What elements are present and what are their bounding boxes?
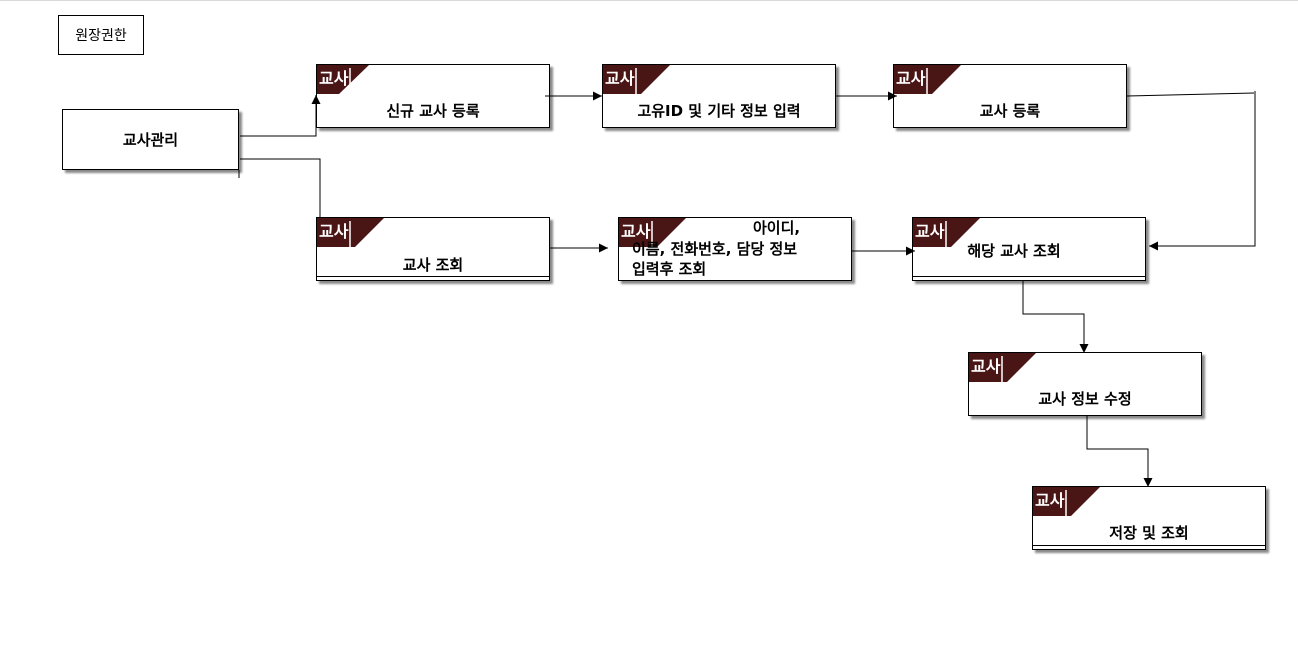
node-label-line-2: 이름, 전화번호, 담당 정보 bbox=[632, 240, 798, 258]
actor-tag: 교사 bbox=[317, 218, 384, 247]
actor-tag: 교사 bbox=[894, 65, 961, 94]
actor-tag: 교사 bbox=[969, 353, 1036, 382]
node-enter-id-info[interactable]: 교사 고유ID 및 기타 정보 입력 bbox=[602, 64, 836, 128]
edge-edit-to-save bbox=[1086, 416, 1153, 487]
edge-root-to-register-new bbox=[240, 95, 321, 137]
root-node-teacher-management[interactable]: 교사관리 bbox=[62, 109, 239, 170]
node-search-criteria[interactable]: 교사 아이디, 이름, 전화번호, 담당 정보 입력후 조회 bbox=[618, 217, 852, 281]
node-label: 신규 교사 등록 bbox=[386, 102, 480, 120]
node-save-and-view[interactable]: 교사 저장 및 조회 bbox=[1032, 486, 1266, 550]
root-node-label: 교사관리 bbox=[122, 131, 179, 149]
node-label-line-1: 아이디, bbox=[753, 219, 801, 237]
top-rule bbox=[0, 0, 1298, 1]
node-label-line-3: 입력후 조회 bbox=[632, 260, 707, 278]
node-label: 해당 교사 조회 bbox=[967, 242, 1061, 260]
edge-register-to-found bbox=[1126, 92, 1255, 97]
node-label: 교사 등록 bbox=[979, 102, 1041, 120]
edge-found-to-edit bbox=[1022, 281, 1089, 353]
actor-tag: 교사 bbox=[1033, 487, 1100, 516]
node-label: 교사 정보 수정 bbox=[1038, 390, 1132, 408]
edge-register-to-found-return bbox=[1149, 91, 1256, 251]
node-label: 고유ID 및 기타 정보 입력 bbox=[637, 102, 801, 120]
actor-tag: 교사 bbox=[603, 65, 670, 94]
node-label: 저장 및 조회 bbox=[1109, 524, 1189, 542]
node-teacher-lookup[interactable]: 교사 교사 조회 bbox=[316, 217, 550, 281]
actor-tag: 교사 bbox=[619, 218, 686, 247]
role-label: 원장권한 bbox=[58, 15, 144, 55]
node-register-teacher[interactable]: 교사 교사 등록 bbox=[893, 64, 1127, 128]
node-edit-teacher[interactable]: 교사 교사 정보 수정 bbox=[968, 352, 1202, 416]
edge-root-to-lookup bbox=[240, 158, 321, 217]
actor-tag: 교사 bbox=[317, 65, 369, 94]
node-label: 교사 조회 bbox=[402, 256, 464, 274]
actor-tag: 교사 bbox=[913, 218, 980, 247]
node-register-new-teacher[interactable]: 교사 신규 교사 등록 bbox=[316, 64, 550, 128]
